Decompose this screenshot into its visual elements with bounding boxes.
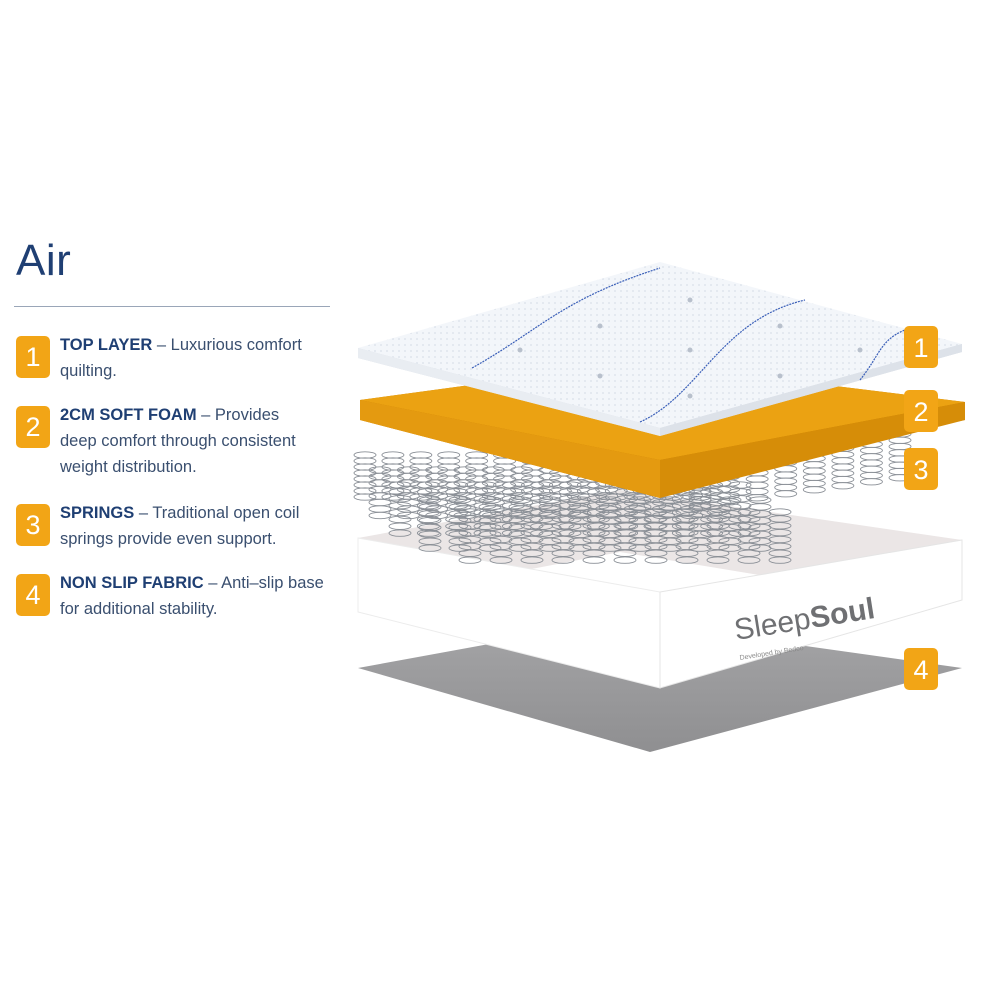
feature-heading: SPRINGS (60, 504, 135, 522)
spring-coil (768, 508, 792, 564)
spring-coil (368, 466, 392, 520)
feature-item-soft-foam: 2 2CM SOFT FOAM – Provides deep comfort … (16, 402, 316, 480)
spring-coil (598, 496, 622, 552)
spring-coil (628, 496, 652, 552)
mattress-layer-diagram: SleepSoul Developed by Bedco 1 (353, 262, 965, 752)
feature-badge-4: 4 (16, 574, 50, 616)
title-divider (14, 306, 330, 307)
spring-coil (445, 481, 469, 537)
svg-text:4: 4 (913, 655, 928, 685)
spring-coil (613, 508, 637, 564)
spring-coil (538, 496, 562, 552)
callout-2: 2 (904, 390, 938, 432)
svg-text:3: 3 (913, 455, 928, 485)
spring-coil (644, 508, 668, 564)
top-quilted-layer (358, 262, 962, 436)
spring-coil (737, 508, 761, 564)
svg-text:1: 1 (913, 333, 928, 363)
feature-heading: 2CM SOFT FOAM (60, 406, 197, 424)
spring-coil (418, 496, 442, 552)
feature-heading: NON SLIP FABRIC (60, 574, 204, 592)
spring-coil (458, 508, 482, 564)
feature-description: – Traditional open coil springs provide … (60, 504, 300, 548)
feature-badge-2: 2 (16, 406, 50, 448)
callout-4: 4 (904, 648, 938, 690)
spring-coil (501, 481, 525, 537)
spring-coil (489, 508, 513, 564)
spring-coil (353, 451, 377, 501)
feature-description: – Provides deep comfort through consiste… (60, 406, 296, 476)
spring-coil (658, 496, 682, 552)
feature-description: – Luxurious comfort quilting. (60, 336, 302, 380)
page-title: Air (16, 236, 72, 285)
spring-coil (396, 466, 420, 520)
spring-coil (675, 508, 699, 564)
feature-badge-1: 1 (16, 336, 50, 378)
spring-coil (568, 496, 592, 552)
spring-coil (520, 508, 544, 564)
spring-coil (551, 508, 575, 564)
spring-coil (388, 481, 412, 537)
feature-item-non-slip-fabric: 4 NON SLIP FABRIC – Anti–slip base for a… (16, 570, 336, 622)
spring-coil (688, 496, 712, 552)
feature-item-springs: 3 SPRINGS – Traditional open coil spring… (16, 500, 336, 552)
feature-item-top-layer: 1 TOP LAYER – Luxurious comfort quilting… (16, 332, 336, 384)
feature-heading: TOP LAYER (60, 336, 153, 354)
feature-description: – Anti–slip base for additional stabilit… (60, 574, 324, 618)
feature-badge-3: 3 (16, 504, 50, 546)
callout-3: 3 (904, 448, 938, 490)
svg-text:2: 2 (913, 397, 928, 427)
callout-1: 1 (904, 326, 938, 368)
spring-coil (706, 508, 730, 564)
spring-coil (582, 508, 606, 564)
